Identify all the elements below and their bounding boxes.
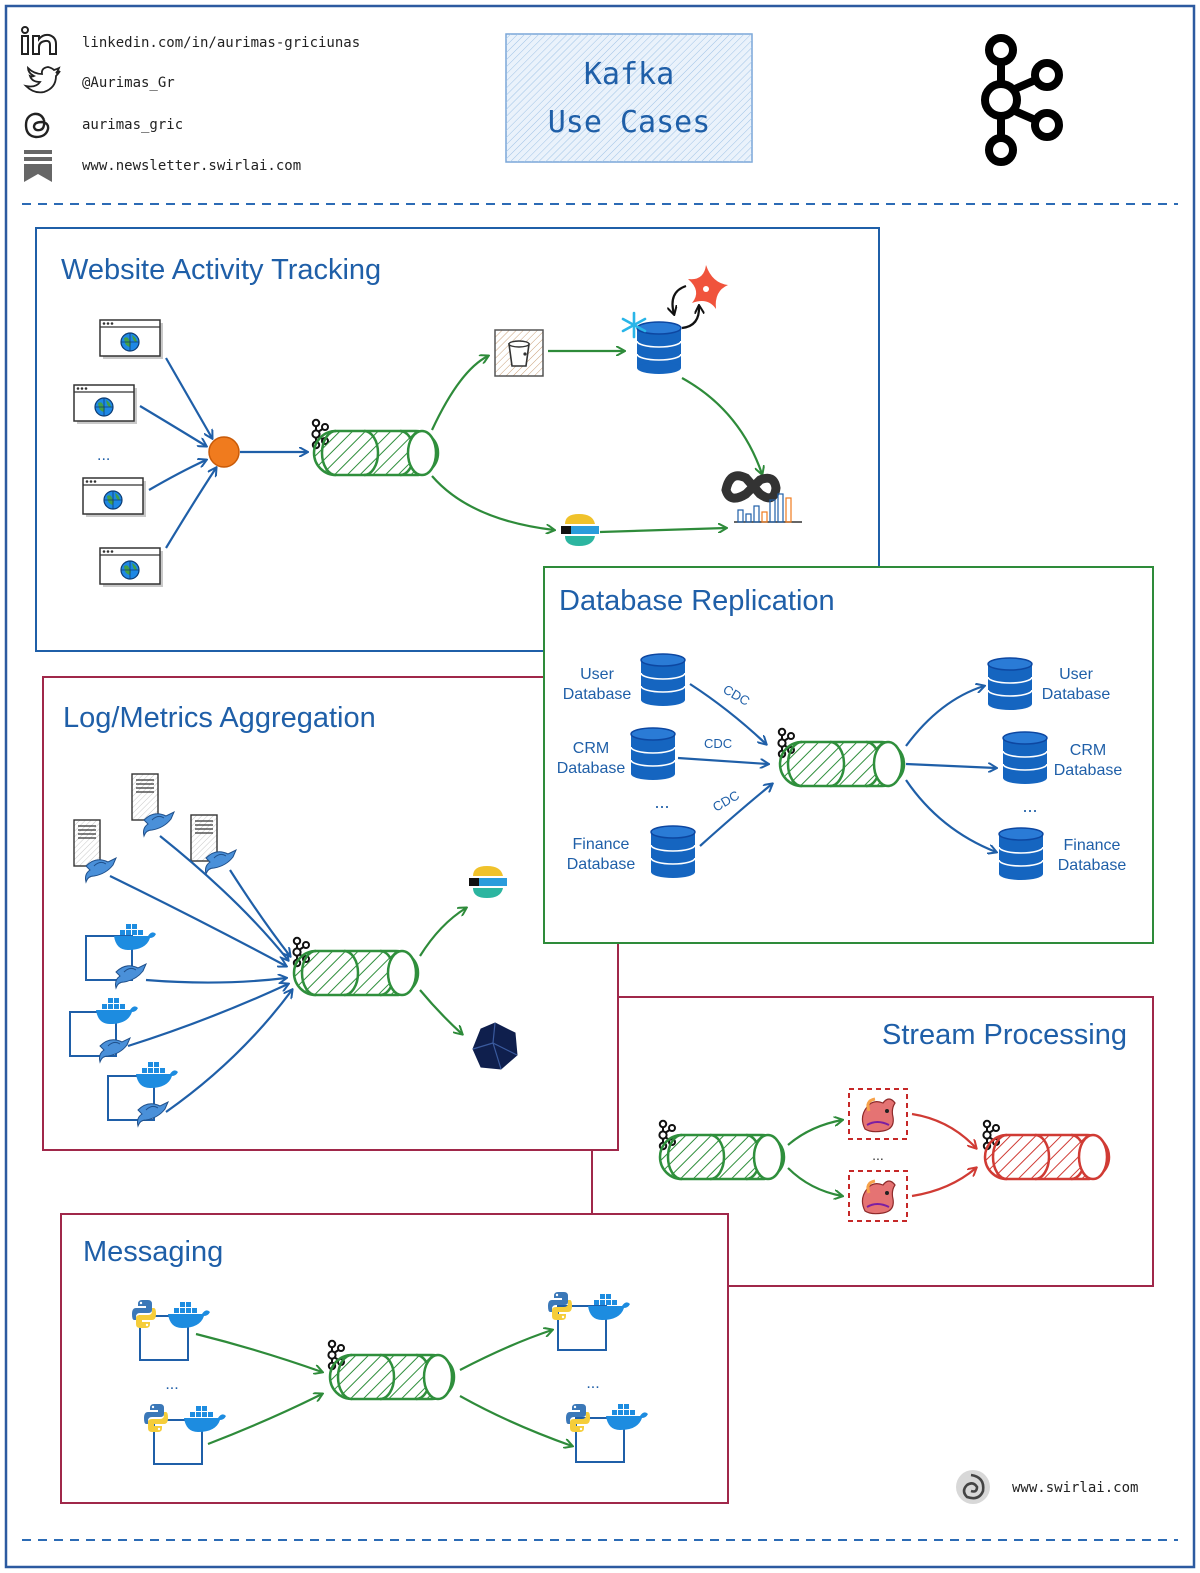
producer-ellipsis: ...	[165, 1376, 178, 1393]
cdc-label: CDC	[704, 736, 732, 751]
bi-dashboard-icon	[721, 471, 802, 523]
source-db-label: CRM	[573, 740, 609, 757]
stream-section-title: Stream Processing	[882, 1019, 1127, 1051]
kafka-topic	[312, 429, 440, 477]
target-db-label: Database	[1058, 857, 1127, 874]
producer-service-icon	[132, 1300, 210, 1361]
kafka-logo-icon	[981, 34, 1063, 166]
server-icon	[73, 819, 101, 867]
browser-icon	[99, 319, 164, 360]
messaging-section-title: Messaging	[83, 1236, 223, 1268]
source-db-label: User	[580, 666, 614, 683]
crm-database-icon	[630, 727, 676, 781]
dbt-icon	[688, 265, 728, 309]
log-metrics-section: Log/Metrics Aggregation	[42, 676, 619, 1151]
source-db-label: Database	[567, 856, 636, 873]
target-db-label: Database	[1054, 762, 1123, 779]
source-ellipsis: ...	[654, 792, 669, 812]
page-frame	[4, 4, 1196, 1569]
snowflake-icon	[621, 311, 647, 339]
target-db-label: User	[1059, 666, 1093, 683]
container-icon	[69, 998, 138, 1063]
threads-text[interactable]: aurimas_gric	[82, 117, 184, 133]
kafka-topic	[778, 740, 906, 788]
kafka-input-topic	[658, 1133, 786, 1181]
browser-icon	[73, 384, 138, 425]
target-db-label: CRM	[1070, 742, 1106, 759]
twitter-text[interactable]: @Aurimas_Gr	[82, 75, 175, 91]
flink-ellipsis: ...	[872, 1147, 884, 1163]
replication-section-title: Database Replication	[559, 585, 835, 617]
target-db-label: Finance	[1064, 837, 1121, 854]
swirlai-logo-icon	[956, 1470, 990, 1504]
container-icon	[85, 924, 156, 989]
analytics-db-icon	[472, 1022, 518, 1070]
kafka-output-topic	[983, 1133, 1111, 1181]
source-db-label: Finance	[573, 836, 630, 853]
stream-processing-section: Stream Processing ...	[591, 996, 1154, 1287]
twitter-icon	[23, 65, 61, 94]
title-box: Kafka Use Cases	[505, 33, 753, 163]
s3-bucket-icon	[494, 329, 544, 377]
messaging-section: Messaging ... ...	[60, 1213, 729, 1504]
threads-icon	[24, 112, 50, 139]
kafka-topic	[292, 949, 420, 997]
title-line-2: Use Cases	[548, 105, 711, 140]
finance-database-icon	[998, 827, 1044, 881]
linkedin-icon	[21, 26, 57, 55]
consumer-ellipsis: ...	[586, 1375, 599, 1392]
crm-database-icon	[1002, 731, 1048, 785]
browser-ellipsis: ...	[97, 447, 110, 464]
newsletter-icon	[24, 150, 52, 182]
source-db-label: Database	[557, 760, 626, 777]
footer-website[interactable]: www.swirlai.com	[1012, 1480, 1138, 1496]
consumer-service-icon	[548, 1292, 630, 1351]
user-database-icon	[987, 657, 1033, 711]
newsletter-text[interactable]: www.newsletter.swirlai.com	[82, 158, 302, 174]
title-line-1: Kafka	[584, 57, 674, 92]
consumer-service-icon	[566, 1404, 648, 1463]
dbt-arrow-in	[673, 284, 687, 314]
producer-service-icon	[144, 1404, 226, 1465]
database-replication-section: Database Replication User Database CRM D…	[543, 566, 1154, 944]
linkedin-text[interactable]: linkedin.com/in/aurimas-griciunas	[82, 35, 361, 51]
tracking-collector-icon	[208, 436, 240, 468]
user-database-icon	[640, 653, 686, 707]
website-section-title: Website Activity Tracking	[61, 254, 381, 286]
target-ellipsis: ...	[1022, 796, 1037, 816]
logs-section-title: Log/Metrics Aggregation	[63, 702, 376, 734]
browser-icon	[99, 547, 164, 588]
target-db-label: Database	[1042, 686, 1111, 703]
server-icon	[131, 773, 159, 821]
kafka-topic	[328, 1353, 456, 1401]
source-db-label: Database	[563, 686, 632, 703]
browser-icon	[82, 477, 147, 518]
container-icon	[107, 1062, 178, 1127]
dbt-arrow-out	[681, 306, 699, 330]
finance-database-icon	[650, 825, 696, 879]
